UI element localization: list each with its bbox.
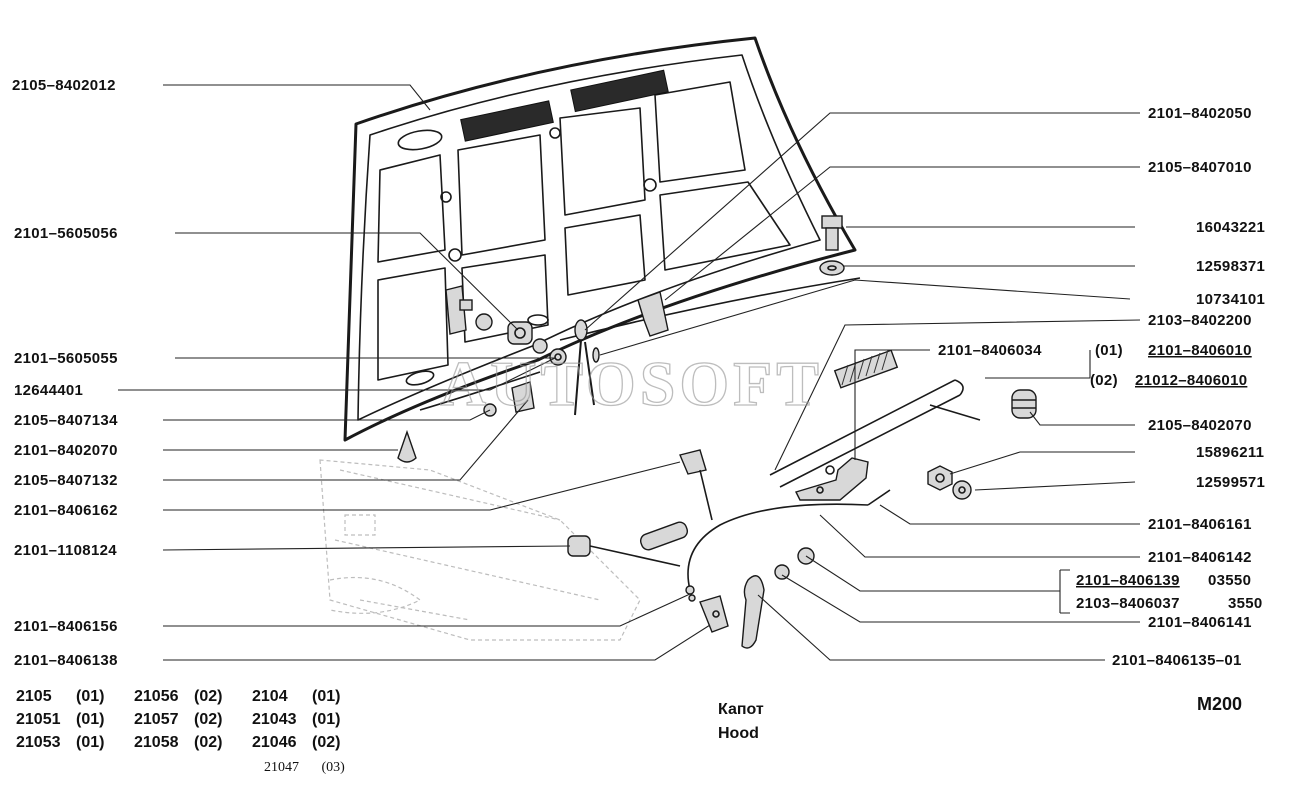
model-variant: (01) [312,688,341,705]
label-cable-holder: 2101–8406162 [14,502,118,519]
label-rod-variant-code-1: (01) [1095,342,1123,359]
hood-release-cable [639,449,891,591]
washer-12598371 [819,260,845,276]
model-code: 21056 [134,688,179,705]
model-code: 21051 [16,711,61,728]
label-striker: 2105–8407132 [14,472,118,489]
model-code: 21058 [134,734,179,751]
label-rod-variant-code-2: (02) [1090,372,1118,389]
bump-stops [475,313,588,366]
label-bump-stop-small: 2101–5605055 [14,350,118,367]
label-cap: 2105–8402070 [1148,417,1252,434]
model-applicability-table: 2105 (01) 21056 (02) 2104 (01) 21051 (01… [16,685,370,754]
rod-variant-labels: 2101–8406034 (01) 2101–8406010 (02) 2101… [938,342,1252,389]
model-code: 21046 [252,734,297,751]
bushing-2101-8406141 [774,547,815,580]
nut-15896211 [927,465,953,491]
label-nut-15896211: 15896211 [1196,444,1264,461]
label-bolt: 16043221 [1196,219,1265,236]
label-rod-variant-part-1: 2101–8406010 [1148,342,1252,359]
label-washer-12644401: 12644401 [14,382,83,399]
label-bracket-ref-2: 3550 [1228,595,1263,612]
leader-lines-right [584,112,1141,661]
hood-hinge-left [445,285,473,335]
cable-bracket-labels: 2101–8406139 03550 2103–8406037 3550 [1076,572,1263,612]
leader-lines-left [118,84,711,661]
left-part-labels: 2105–8402012 2101–5605056 2101–5605055 1… [12,77,118,669]
hood-lock-rod [769,349,981,488]
model-extra-row: 21047 (03) [264,760,345,776]
label-bracket-ref-1: 03550 [1208,572,1251,589]
model-code: 21053 [16,734,61,751]
model-code: 21057 [134,711,179,728]
hood-lock-body [795,457,869,501]
model-variant: (01) [76,711,105,728]
model-variant: (02) [194,734,223,751]
label-bushing-8406141: 2101–8406141 [1148,614,1252,631]
right-part-labels: 2101–8402050 2105–8407010 16043221 12598… [1112,105,1265,669]
label-rod-variant-part-2: 21012–8406010 [1135,372,1247,389]
model-code: 2105 [16,688,52,705]
label-washer-12599571: 12599571 [1196,474,1265,491]
models-row: 21051 (01) 21057 (02) 21043 (01) [16,708,370,731]
label-bump-stop: 2101–5605056 [14,225,118,242]
label-bracket-part-2: 2103–8406037 [1076,595,1180,612]
models-row: 21053 (01) 21058 (02) 21046 (02) [16,731,370,754]
bolt-16043221 [821,215,843,251]
model-variant: (02) [194,711,223,728]
cap-2105-8402070 [1011,389,1037,419]
release-bracket [699,595,729,633]
model-variant: (03) [321,760,345,775]
label-bushing: 2101–1108124 [14,542,117,559]
label-rod-part: 2101–8406034 [938,342,1042,359]
label-release-cable: 2101–8406142 [1148,549,1252,566]
label-cable-end: 2101–8406161 [1148,516,1252,533]
label-hinge: 2105–8407010 [1148,159,1252,176]
washer-12599571 [952,480,972,500]
diagram-title: Капот Hood [718,698,764,746]
label-hood: 2105–8402012 [12,77,116,94]
hood-hinge-right [637,291,669,337]
hood-latch-striker [483,381,535,417]
models-row: 2105 (01) 21056 (02) 2104 (01) [16,685,370,708]
label-cable-clip: 2101–8406156 [14,618,118,635]
label-washer-12598371: 12598371 [1196,258,1265,275]
car-body-ghost-outline [319,459,641,641]
label-10734101: 10734101 [1196,291,1265,308]
title-english: Hood [718,725,759,742]
model-code: 2104 [252,688,288,705]
label-release-handle: 2101–8406135–01 [1112,652,1242,669]
buffer-cone [397,429,417,463]
model-variant: (02) [194,688,223,705]
hood-prop-rod [574,339,600,416]
model-variant: (02) [312,734,341,751]
label-buffer-cone: 2101–8402070 [14,442,118,459]
cable-clip [685,585,696,602]
label-prop-rod: 2101–8402050 [1148,105,1252,122]
model-code: 21047 [264,760,299,775]
release-handle [741,575,765,649]
title-russian: Капот [718,701,764,718]
label-release-bracket: 2101–8406138 [14,652,118,669]
hood-panel [343,36,861,442]
model-code: 21043 [252,711,297,728]
label-lock-support: 2103–8402200 [1148,312,1252,329]
model-variant: (01) [76,688,105,705]
model-variant: (01) [312,711,341,728]
watermark: AUTOSOFT [440,348,823,419]
model-variant: (01) [76,734,105,751]
sheet-code: M200 [1197,694,1243,714]
label-bracket-part-1: 2101–8406139 [1076,572,1180,589]
label-nut: 2105–8407134 [14,412,118,429]
